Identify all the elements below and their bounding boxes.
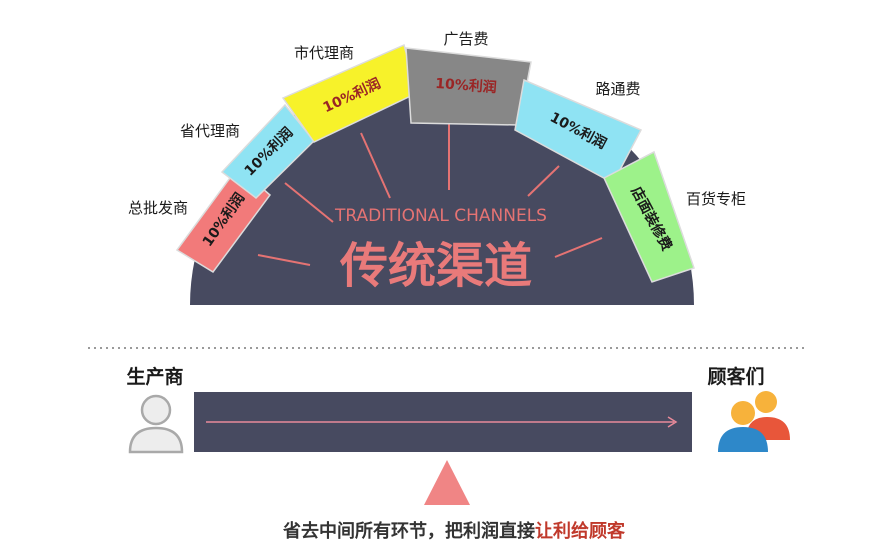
caption-normal: 省去中间所有环节，把利润直接 (282, 520, 535, 542)
label-wholesaler: 总批发商 (128, 199, 188, 217)
radial-line (360, 132, 391, 199)
producer-label: 生产商 (126, 365, 183, 388)
segment-block-wholesaler (175, 165, 272, 273)
producer-person-icon (128, 394, 184, 454)
caption-highlight: 让利给顾客 (535, 520, 626, 542)
customers-group-icon (718, 391, 790, 452)
label-city-agent: 市代理商 (294, 44, 354, 62)
direct-arrow-icon (206, 416, 678, 428)
label-department-counter: 百货专柜 (686, 190, 746, 208)
label-road-fee: 路通费 (595, 80, 640, 98)
customers-label: 顾客们 (707, 365, 764, 388)
radial-line (257, 254, 311, 266)
radial-line (284, 182, 334, 223)
segment-text-advertising: 10%利润 (435, 75, 498, 96)
radial-line (554, 237, 603, 258)
radial-line (527, 165, 560, 197)
radial-lines (257, 118, 603, 266)
segment-block-counter (603, 150, 695, 283)
label-provincial-agent: 省代理商 (180, 122, 240, 140)
pointer-triangle (424, 460, 470, 505)
label-advertising-fee: 广告费 (443, 30, 488, 48)
chinese-title: 传统渠道 (339, 238, 532, 294)
english-title: TRADITIONAL CHANNELS (334, 206, 547, 226)
bottom-caption: 省去中间所有环节，把利润直接让利给顾客 (282, 520, 626, 542)
